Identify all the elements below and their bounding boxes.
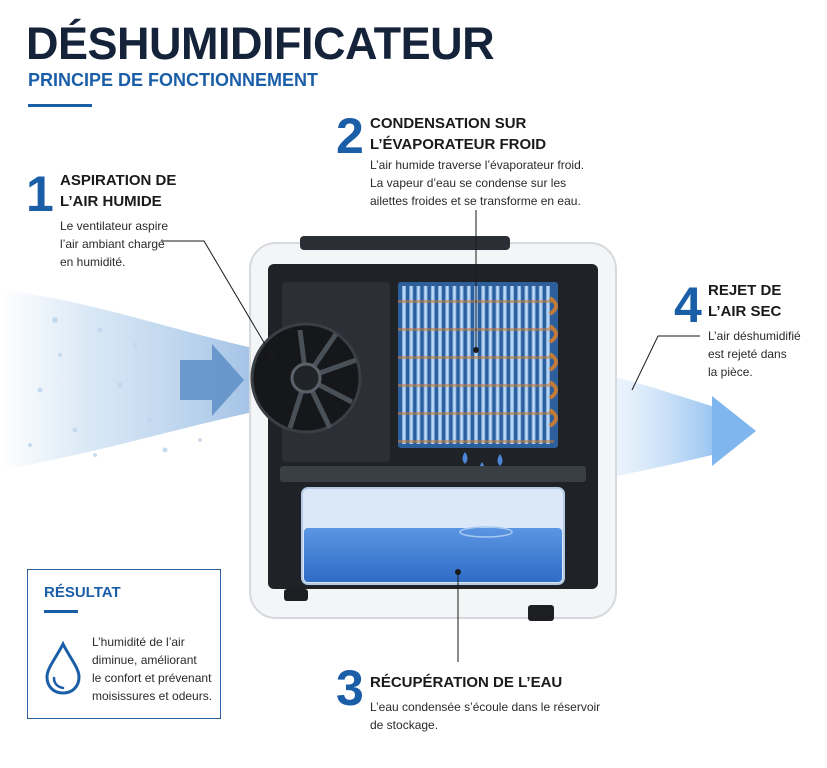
step-2-desc-line: ailettes froides et se transforme en eau… bbox=[370, 194, 581, 208]
step-2-title-line: CONDENSATION SUR bbox=[370, 115, 527, 132]
coil-fin bbox=[402, 286, 406, 444]
step-3-description: L’eau condensée s’écoule dans le réservo… bbox=[370, 698, 600, 734]
step-2-number: 2 bbox=[336, 108, 364, 164]
coil-fin bbox=[546, 286, 550, 444]
coil-tube bbox=[398, 440, 554, 443]
result-text-line: diminue, améliorant bbox=[92, 653, 197, 667]
result-text-line: moisissures et odeurs. bbox=[92, 689, 213, 703]
coil-fin bbox=[510, 286, 514, 444]
dry-air-outflow bbox=[595, 372, 756, 480]
coil-fin bbox=[517, 286, 522, 444]
coil-fin bbox=[445, 286, 450, 444]
humid-air-inflow bbox=[0, 290, 262, 470]
step-3-desc-line: de stockage. bbox=[370, 718, 439, 732]
step-2-description: L’air humide traverse l’évaporateur froi… bbox=[370, 156, 584, 210]
step-1-desc-line: Le ventilateur aspire bbox=[60, 219, 169, 233]
step-4-desc-line: la pièce. bbox=[708, 365, 753, 379]
water-drop-icon bbox=[45, 640, 81, 695]
step-4-title: REJET DE L’AIR SEC bbox=[708, 280, 781, 322]
step-2-desc-line: La vapeur d’eau se condense sur les bbox=[370, 176, 567, 190]
coil-fin bbox=[531, 286, 536, 444]
coil-fin bbox=[416, 286, 421, 444]
step-2-title: CONDENSATION SUR L’ÉVAPORATEUR FROID bbox=[370, 113, 546, 155]
step-3-desc-line: L’eau condensée s’écoule dans le réservo… bbox=[370, 700, 601, 714]
coil-fin bbox=[524, 286, 529, 444]
leader-lines bbox=[162, 210, 700, 662]
evaporator-coil bbox=[398, 282, 558, 448]
coil-fin bbox=[438, 286, 442, 444]
coil-fin bbox=[452, 286, 457, 444]
coil-fin bbox=[481, 286, 486, 444]
step-4-number: 4 bbox=[674, 277, 702, 333]
coil-tube bbox=[398, 384, 554, 387]
step-4-desc-line: est rejeté dans bbox=[708, 347, 787, 361]
coil-fin bbox=[459, 286, 464, 444]
step-3-number: 3 bbox=[336, 660, 364, 716]
step-4-desc-line: L’air déshumidifié bbox=[708, 329, 801, 343]
result-box: RÉSULTAT L’humidité de l’air diminue, am… bbox=[27, 569, 221, 719]
result-underline bbox=[44, 610, 78, 613]
step-3-title-line: RÉCUPÉRATION DE L’EAU bbox=[370, 674, 563, 691]
step-1-title: ASPIRATION DE L’AIR HUMIDE bbox=[60, 170, 176, 212]
result-text-line: L’humidité de l’air bbox=[92, 635, 185, 649]
coil-fin bbox=[474, 286, 478, 444]
drip-shelf bbox=[280, 466, 586, 482]
step-1-description: Le ventilateur aspire l’air ambiant char… bbox=[60, 217, 168, 271]
page-title: DÉSHUMIDIFICATEUR bbox=[26, 18, 495, 69]
page-subtitle: PRINCIPE DE FONCTIONNEMENT bbox=[28, 70, 319, 90]
step-3-title: RÉCUPÉRATION DE L’EAU bbox=[370, 672, 562, 693]
coil-fin bbox=[430, 286, 435, 444]
coil-fin bbox=[466, 286, 471, 444]
step-1-title-line: L’AIR HUMIDE bbox=[60, 193, 162, 210]
fan-icon bbox=[250, 282, 390, 462]
step-4-title-line: L’AIR SEC bbox=[708, 303, 782, 320]
coil-fin bbox=[538, 286, 543, 444]
step-1-desc-line: en humidité. bbox=[60, 255, 126, 269]
title-underline bbox=[28, 104, 92, 107]
coil-fin bbox=[495, 286, 500, 444]
coil-fin bbox=[502, 286, 507, 444]
step-1-number: 1 bbox=[26, 166, 54, 222]
result-text: L’humidité de l’air diminue, améliorant … bbox=[92, 633, 212, 705]
coil-fin bbox=[409, 286, 414, 444]
step-1-title-line: ASPIRATION DE bbox=[60, 172, 177, 189]
step-4-description: L’air déshumidifié est rejeté dans la pi… bbox=[708, 327, 801, 381]
step-2-desc-line: L’air humide traverse l’évaporateur froi… bbox=[370, 158, 585, 172]
water-tank bbox=[301, 487, 565, 585]
coil-tube bbox=[398, 356, 554, 359]
result-text-line: le confort et prévenant bbox=[92, 671, 212, 685]
step-1-desc-line: l’air ambiant chargé bbox=[60, 237, 165, 251]
coil-fin bbox=[488, 286, 493, 444]
coil-fin bbox=[423, 286, 428, 444]
coil-tube bbox=[398, 412, 554, 415]
step-2-title-line: L’ÉVAPORATEUR FROID bbox=[370, 136, 547, 153]
result-title: RÉSULTAT bbox=[44, 584, 121, 601]
step-4-title-line: REJET DE bbox=[708, 282, 782, 299]
